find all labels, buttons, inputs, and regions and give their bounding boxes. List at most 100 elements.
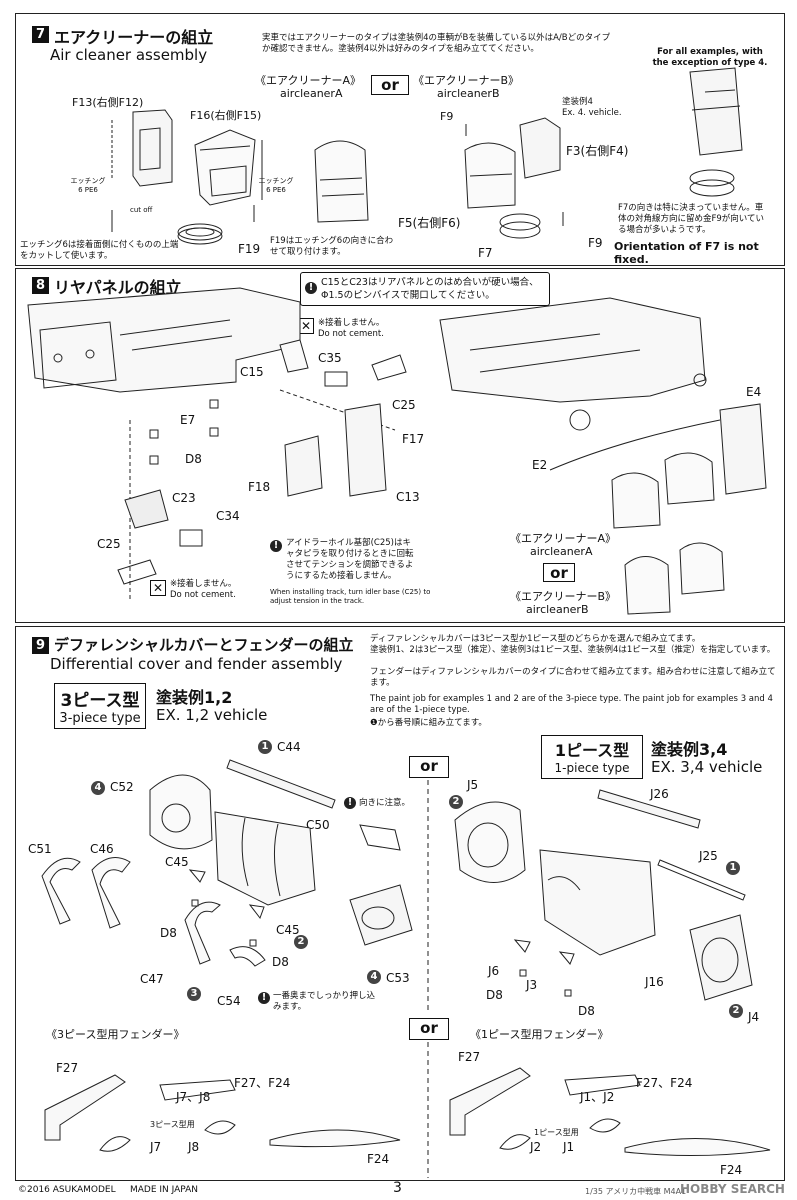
label-c52: C52 <box>110 780 134 794</box>
three-piece-paint-jp: 塗装例1,2 <box>156 688 233 707</box>
label-f7: F7 <box>478 246 493 260</box>
label-f16: F16(右側F15) <box>190 109 262 122</box>
label-c53: C53 <box>386 971 410 985</box>
label-d8-3p-a: D8 <box>160 926 177 940</box>
label-c45-a: C45 <box>165 855 189 869</box>
one-piece-jp: 1ピース型 <box>554 741 630 760</box>
order-4-3p-a: 4 <box>91 781 105 795</box>
order-1-1p: 1 <box>726 861 740 875</box>
fender-3p-type-note: 3ピース型用 <box>150 1120 195 1129</box>
step9-note-jp-1: ディファレンシャルカバーは3ピース型か1ピース型のどちらかを選んで組み立てます。 <box>370 634 701 644</box>
step9-title-en: Differential cover and fender assembly <box>50 655 343 673</box>
fender-1p-title: 《1ピース型用フェンダー》 <box>470 1028 609 1041</box>
step8-variant-a-en: aircleanerA <box>530 545 593 558</box>
idler-caution-icon: ! <box>270 540 282 552</box>
step9-title-jp: デファレンシャルカバーとフェンダーの組立 <box>54 636 354 654</box>
label-c47: C47 <box>140 972 164 986</box>
three-piece-paint-en: EX. 1,2 vehicle <box>156 706 268 724</box>
step7-paint-ex4-en: Ex. 4. vehicle. <box>562 108 622 118</box>
label-j3: J3 <box>526 978 538 992</box>
label-f19: F19 <box>238 242 261 256</box>
label-j5: J5 <box>467 778 479 792</box>
step7-title-jp: エアクリーナーの組立 <box>54 28 214 47</box>
order-3-3p: 3 <box>187 987 201 1001</box>
step9-number: 9 <box>32 637 49 654</box>
label-f18: F18 <box>248 480 271 494</box>
fender-3p-title: 《3ピース型用フェンダー》 <box>46 1028 185 1041</box>
step7-number: 7 <box>32 26 49 43</box>
label-c23: C23 <box>172 491 196 505</box>
one-piece-en: 1-piece type <box>554 761 630 775</box>
label-f24-1p: F24 <box>720 1163 743 1177</box>
step9-note-jp-2: 塗装例1、2は3ピース型（推定）、塗装例3は1ピース型、塗装例4は1ピース型（推… <box>370 645 776 655</box>
step7-f7-note-jp: F7の向きは特に決まっていません。車体の対角線方向に留め金F9が向いている場合が… <box>618 203 765 235</box>
label-j8: J8 <box>188 1140 200 1154</box>
step8-number: 8 <box>32 277 49 294</box>
three-piece-type-box: 3ピース型 3-piece type <box>54 683 146 729</box>
label-f17: F17 <box>402 432 425 446</box>
label-c45-b: C45 <box>276 923 300 937</box>
step9-order-note: ❶から番号順に組み立てます。 <box>370 718 487 728</box>
label-cut-off: cut off <box>130 206 153 214</box>
order-2-1p-a: 2 <box>449 795 463 809</box>
label-j16: J16 <box>645 975 664 989</box>
label-d8: D8 <box>185 452 202 466</box>
label-f24-3p: F24 <box>367 1152 390 1166</box>
step7-parts-drawing <box>111 67 743 245</box>
step8-variant-a-jp: 《エアクリーナーA》 <box>510 532 616 545</box>
footer-page-number: 3 <box>393 1180 402 1196</box>
label-e4: E4 <box>746 385 762 399</box>
label-e7: E7 <box>180 413 196 427</box>
label-c25-bottom: C25 <box>97 537 121 551</box>
step9-orientation-note: 向きに注意。 <box>359 798 411 808</box>
footer-watermark: HOBBY SEARCH <box>680 1182 785 1196</box>
label-d8-1p-b: D8 <box>578 1004 595 1018</box>
order-2-3p: 2 <box>294 935 308 949</box>
label-c54: C54 <box>217 994 241 1008</box>
step7-note-en: For all examples, with the exception of … <box>652 47 768 68</box>
footer-scale-text: 1/35 アメリカ中戦車 M4A1 <box>585 1187 687 1196</box>
label-c34: C34 <box>216 509 240 523</box>
label-c46: C46 <box>90 842 114 856</box>
label-j7: J7 <box>150 1140 162 1154</box>
label-c35: C35 <box>318 351 342 365</box>
label-pe6-left: エッチング6 PE6 <box>70 177 106 194</box>
step8-idler-note-en: When installing track, turn idler base (… <box>270 588 431 605</box>
step7-panel <box>15 13 785 266</box>
label-f27-1p: F27 <box>458 1050 481 1064</box>
label-pe6-right: エッチング6 PE6 <box>258 177 294 194</box>
label-f27-f24-1p: F27、F24 <box>636 1076 693 1090</box>
label-j26: J26 <box>650 787 669 801</box>
step9-note-en: The paint job for examples 1 and 2 are o… <box>370 694 773 715</box>
step9-push-note: 一番奥までしっかり押し込みます。 <box>273 991 376 1012</box>
three-piece-en: 3-piece type <box>59 711 141 726</box>
label-c51: C51 <box>28 842 52 856</box>
step8-variant-b-jp: 《エアクリーナーB》 <box>510 590 616 603</box>
step7-variant-a-en: aircleanerA <box>280 87 343 100</box>
label-j7-j8: J7、J8 <box>176 1090 211 1104</box>
caution-icon: ! <box>305 282 317 294</box>
label-f3: F3(右側F4) <box>566 144 629 158</box>
step8-no-cement-en-2: Do not cement. <box>170 590 236 600</box>
label-c15: C15 <box>240 365 264 379</box>
one-piece-paint-jp: 塗装例3,4 <box>651 740 728 759</box>
label-j4: J4 <box>748 1010 760 1024</box>
step7-variant-b-en: aircleanerB <box>437 87 500 100</box>
label-f9-bottom: F9 <box>588 236 603 250</box>
label-c50: C50 <box>306 818 330 832</box>
label-j25: J25 <box>699 849 718 863</box>
step7-variant-b-jp: 《エアクリーナーB》 <box>413 74 519 87</box>
label-j6: J6 <box>488 964 500 978</box>
push-caution-icon: ! <box>258 992 270 1004</box>
label-e2: E2 <box>532 458 548 472</box>
footer-copyright: ©2016 ASUKAMODEL <box>18 1185 116 1195</box>
one-piece-paint-en: EX. 3,4 vehicle <box>651 758 763 776</box>
step9-or-box: or <box>409 756 449 778</box>
step9-note-jp-3: フェンダーはディファレンシャルカバーのタイプに合わせて組み立てます。組み合わせに… <box>370 667 776 688</box>
label-j2: J2 <box>530 1140 542 1154</box>
step7-f7-note-en: Orientation of F7 is not fixed. <box>614 240 759 266</box>
step7-variant-a-jp: 《エアクリーナーA》 <box>255 74 361 87</box>
order-4-3p-b: 4 <box>367 970 381 984</box>
order-1-3p: 1 <box>258 740 272 754</box>
label-d8-3p-b: D8 <box>272 955 289 969</box>
